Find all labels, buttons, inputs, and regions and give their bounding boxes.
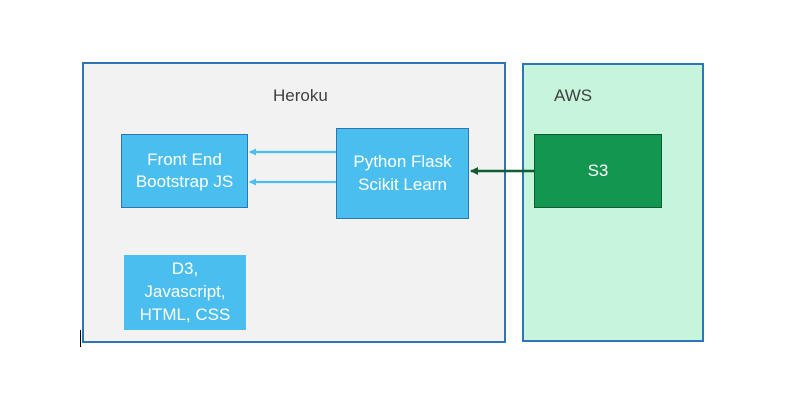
stray-mark	[80, 330, 81, 347]
flask-node: Python Flask Scikit Learn	[336, 128, 469, 219]
aws-title: AWS	[554, 86, 593, 105]
s3-node: S3	[534, 134, 662, 208]
d3-node: D3, Javascript, HTML, CSS	[124, 255, 246, 330]
heroku-title: Heroku	[273, 86, 328, 105]
frontend-node: Front End Bootstrap JS	[121, 134, 248, 208]
